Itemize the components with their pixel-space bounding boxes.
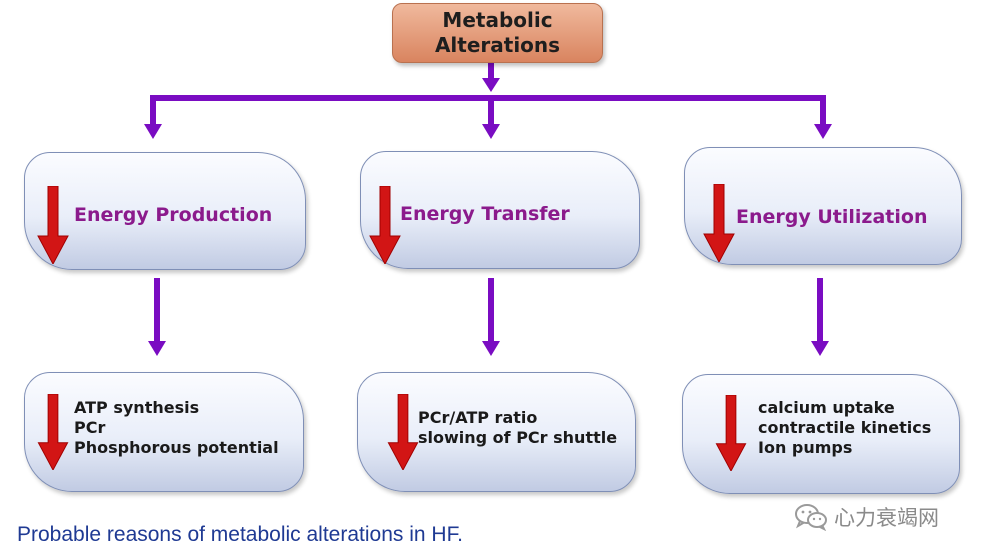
root-line-2: Alterations <box>434 33 561 57</box>
red-down-arrow-icon <box>37 186 69 264</box>
red-down-arrow-icon <box>715 395 747 471</box>
detail-item: ATP synthesis <box>74 398 200 417</box>
figure-caption: Probable reasons of metabolic alteration… <box>17 523 463 546</box>
detail-item: PCr/ATP ratio <box>418 408 538 427</box>
purple-down-arrow-icon <box>148 341 166 356</box>
purple-down-arrow-icon <box>482 78 500 92</box>
detail-item: slowing of PCr shuttle <box>418 428 618 447</box>
watermark-text: 心力衰竭网 <box>834 506 939 530</box>
energy-transfer-title: Energy Transfer <box>400 203 570 225</box>
energy-transfer-details: PCr/ATP ratio slowing of PCr shuttle <box>418 408 617 448</box>
detail-item: Phosphorous potential <box>74 438 279 457</box>
red-down-arrow-icon <box>387 394 419 470</box>
detail-item: contractile kinetics <box>758 418 932 437</box>
root-line-1: Metabolic <box>442 8 553 32</box>
purple-down-arrow-icon <box>814 124 832 139</box>
purple-down-arrow-icon <box>482 341 500 356</box>
detail-item: calcium uptake <box>758 398 895 417</box>
purple-down-arrow-icon <box>482 124 500 139</box>
red-down-arrow-icon <box>37 394 69 470</box>
energy-utilization-box <box>684 147 962 265</box>
detail-item: Ion pumps <box>758 438 853 457</box>
energy-production-details: ATP synthesis PCr Phosphorous potential <box>74 398 279 458</box>
wechat-icon <box>795 504 827 531</box>
red-down-arrow-icon <box>369 186 401 264</box>
energy-utilization-title: Energy Utilization <box>736 206 928 228</box>
root-metabolic-alterations: Metabolic Alterations <box>392 3 603 63</box>
energy-transfer-box <box>360 151 640 269</box>
energy-production-details-box <box>24 372 304 492</box>
red-down-arrow-icon <box>703 184 735 262</box>
energy-production-box <box>24 152 306 270</box>
purple-down-arrow-icon <box>811 341 829 356</box>
energy-utilization-details: calcium uptake contractile kinetics Ion … <box>758 398 931 458</box>
purple-down-arrow-icon <box>144 124 162 139</box>
energy-production-title: Energy Production <box>74 204 273 226</box>
watermark: 心力衰竭网 <box>794 502 939 532</box>
detail-item: PCr <box>74 418 106 437</box>
